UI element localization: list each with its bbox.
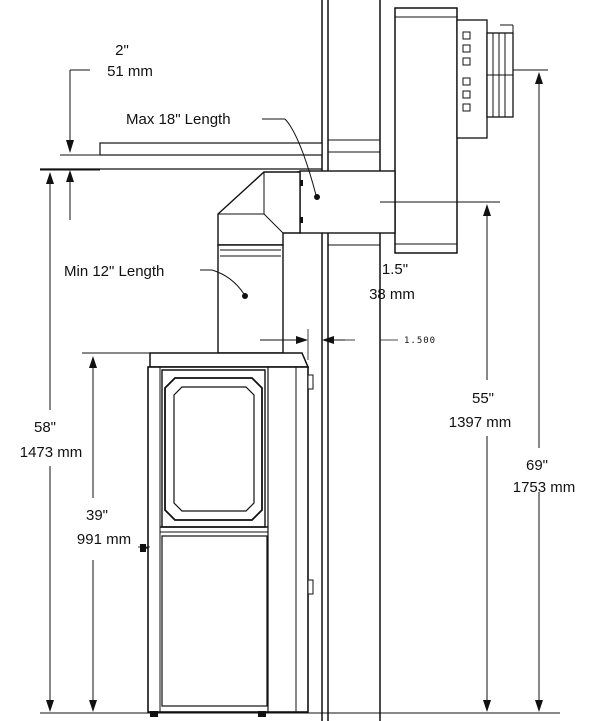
wall-gap-mm-label: 38 mm (369, 286, 415, 303)
clearance-inches-label: 2" (115, 42, 129, 59)
dimension-wall-gap (260, 329, 398, 360)
ceiling-shelf (40, 142, 323, 170)
dimension-termination-lower (460, 201, 500, 712)
pellet-stove (140, 352, 314, 717)
pipe-height-mm-label: 1473 mm (20, 444, 83, 461)
termination-upper-inches-label: 69" (526, 457, 548, 474)
vertical-vent-pipe (217, 244, 284, 354)
max-length-leader (262, 118, 320, 200)
wall-gap-decimal-label: 1.500 (404, 336, 436, 346)
stove-height-mm-label: 991 mm (77, 531, 131, 548)
wall (321, 0, 381, 721)
dimension-stove-height (82, 352, 150, 712)
pipe-height-inches-label: 58" (34, 419, 56, 436)
clearance-mm-label: 51 mm (107, 63, 153, 80)
termination-upper-mm-label: 1753 mm (513, 479, 576, 496)
dimension-clearance-top (60, 69, 100, 220)
termination-cap (394, 7, 514, 254)
termination-lower-inches-label: 55" (472, 390, 494, 407)
dimension-pipe-height (40, 169, 100, 714)
dimension-termination-upper (513, 69, 548, 712)
min-length-leader (200, 269, 248, 299)
min-length-label: Min 12" Length (64, 263, 164, 280)
max-length-label: Max 18" Length (126, 111, 231, 128)
wall-gap-inches-label: 1.5" (382, 261, 408, 278)
stove-height-inches-label: 39" (86, 507, 108, 524)
termination-lower-mm-label: 1397 mm (449, 414, 512, 431)
vent-elbow (217, 171, 301, 246)
